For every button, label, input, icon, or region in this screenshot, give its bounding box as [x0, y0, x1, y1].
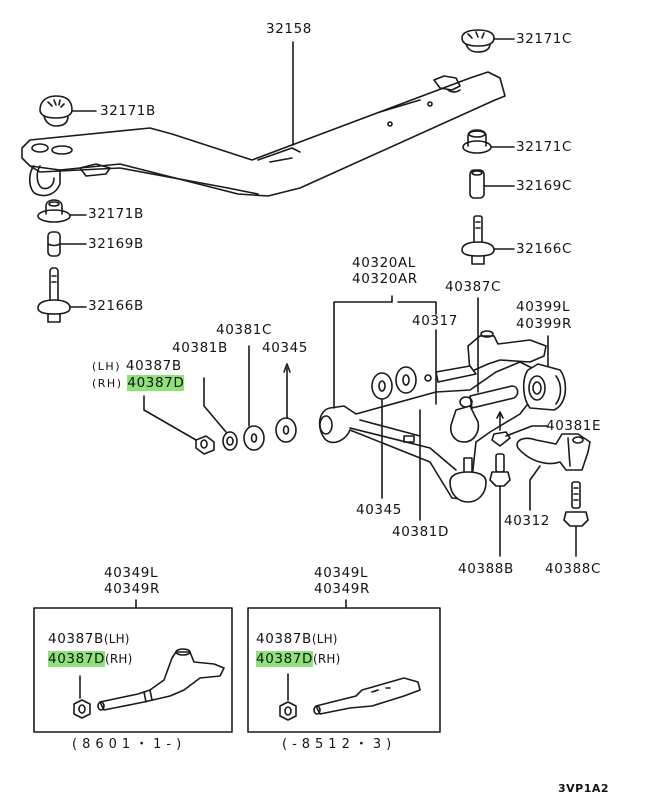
collar-32169b[interactable]: [47, 231, 61, 257]
inset-right-40349r[interactable]: 40349R: [314, 581, 370, 597]
inset-right-lh-suffix: (LH): [311, 632, 338, 646]
inset-left-serial: (8601・1-): [72, 737, 187, 752]
bolt-32166b[interactable]: [37, 267, 71, 323]
label-32169b[interactable]: 32169B: [88, 236, 144, 252]
inset-left-40349l[interactable]: 40349L: [104, 565, 159, 581]
nut-40387b-code[interactable]: 40387B: [125, 358, 182, 374]
crossmember-32158[interactable]: [21, 71, 506, 197]
label-40381e[interactable]: 40381E: [546, 418, 602, 434]
label-32166b[interactable]: 32166B: [88, 298, 144, 314]
label-40320ar[interactable]: 40320AR: [352, 271, 418, 287]
bolt-40388b[interactable]: [489, 453, 511, 487]
collar-32169c[interactable]: [469, 169, 485, 199]
inset-left-lh-suffix: (LH): [103, 632, 130, 646]
inset-left-lh-row: 40387B(LH): [48, 632, 130, 647]
inset-right-rh-row: 40387D(RH): [256, 651, 341, 667]
label-40381c[interactable]: 40381C: [216, 322, 272, 338]
washer-40345-arm[interactable]: [371, 372, 393, 400]
label-40381b[interactable]: 40381B: [172, 340, 228, 356]
inset-right-arm[interactable]: [313, 677, 421, 715]
inset-left-40387d-highlighted[interactable]: 40387D: [48, 651, 105, 667]
leader-40381e: [505, 425, 549, 437]
inset-left-40349r[interactable]: 40349R: [104, 581, 160, 597]
inset-box-right: [247, 607, 441, 733]
inset-left-40387b[interactable]: 40387B: [48, 631, 104, 647]
bushing-32171b-lower[interactable]: [37, 199, 71, 223]
bolt-32166c[interactable]: [461, 215, 495, 265]
inset-left-rh-row: 40387D(RH): [48, 651, 133, 667]
bushing-32171c-lower[interactable]: [462, 129, 492, 154]
inset-right-lh-row: 40387B(LH): [256, 632, 338, 647]
rh-prefix: (RH): [92, 377, 123, 390]
label-32166c[interactable]: 32166C: [516, 241, 572, 257]
label-lh-nut: (LH) 40387B: [92, 359, 182, 374]
label-40381d[interactable]: 40381D: [392, 524, 449, 540]
inset-right-rh-suffix: (RH): [312, 652, 341, 666]
bushing-32171c-upper[interactable]: [461, 29, 495, 53]
diagram-code: 3VP1A2: [558, 782, 610, 795]
nut-40387b-d[interactable]: [195, 435, 215, 455]
leader-40387b-d: [143, 395, 197, 441]
washer-40381d[interactable]: [395, 366, 417, 394]
label-32171b-upper[interactable]: 32171B: [100, 103, 156, 119]
label-40399r[interactable]: 40399R: [516, 316, 572, 332]
bolt-40388c[interactable]: [563, 481, 589, 527]
label-40387c[interactable]: 40387C: [445, 279, 501, 295]
label-40345-bottom[interactable]: 40345: [356, 502, 402, 518]
leader-40381b: [203, 377, 227, 433]
arrow-40345: [283, 363, 291, 373]
label-32169c[interactable]: 32169C: [516, 178, 572, 194]
inset-box-left: [33, 607, 233, 733]
washer-40345[interactable]: [275, 417, 297, 443]
label-32171c-lower[interactable]: 32171C: [516, 139, 572, 155]
label-32171c-upper[interactable]: 32171C: [516, 31, 572, 47]
inset-left-nut[interactable]: [73, 699, 91, 719]
label-40320al[interactable]: 40320AL: [352, 255, 416, 271]
bracket-40312[interactable]: [516, 433, 591, 471]
inset-right-serial: (-8512・3): [282, 737, 397, 752]
label-40345-top[interactable]: 40345: [262, 340, 308, 356]
label-32158[interactable]: 32158: [266, 21, 312, 37]
label-40388c[interactable]: 40388C: [545, 561, 601, 577]
washer-40381c[interactable]: [243, 425, 265, 451]
leader-40320a: [333, 295, 393, 409]
bushing-32171b-upper[interactable]: [39, 95, 73, 127]
nut-40387d-code-highlighted[interactable]: 40387D: [127, 375, 185, 391]
label-40312[interactable]: 40312: [504, 513, 550, 529]
label-40388b[interactable]: 40388B: [458, 561, 514, 577]
inset-left-rh-suffix: (RH): [104, 652, 133, 666]
washer-40381b[interactable]: [222, 431, 238, 451]
lower-arm-40320a[interactable]: [318, 330, 567, 503]
inset-left-arm[interactable]: [97, 648, 225, 711]
inset-right-40387b[interactable]: 40387B: [256, 631, 312, 647]
label-40399l[interactable]: 40399L: [516, 299, 571, 315]
label-rh-nut: (RH) 40387D: [92, 375, 185, 391]
inset-right-40387d-highlighted[interactable]: 40387D: [256, 651, 313, 667]
inset-right-40349l[interactable]: 40349L: [314, 565, 369, 581]
label-32171b-lower[interactable]: 32171B: [88, 206, 144, 222]
label-40317[interactable]: 40317: [412, 313, 458, 329]
inset-right-nut[interactable]: [279, 701, 297, 721]
leader-40312: [529, 465, 541, 511]
lh-prefix: (LH): [92, 360, 121, 373]
